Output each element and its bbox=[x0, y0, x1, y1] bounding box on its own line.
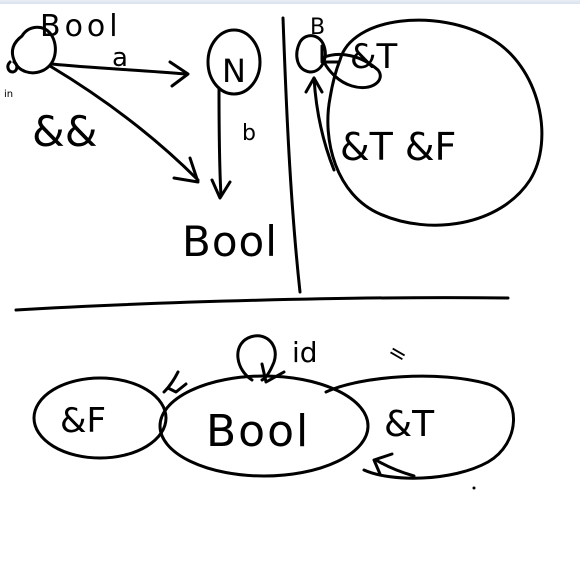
arrow-a-label: a bbox=[112, 43, 128, 73]
center-blob-label: Bool bbox=[206, 406, 310, 457]
blob-to-b-arrow bbox=[312, 76, 336, 172]
arrow-b-head bbox=[210, 178, 232, 200]
arrow-b bbox=[217, 86, 223, 198]
large-blob-label: &T &F bbox=[340, 125, 456, 169]
b-self-loop-head bbox=[320, 44, 340, 64]
top-left-diagram: Bool in a N b && Bool bbox=[4, 9, 278, 266]
arrow-and-and bbox=[48, 64, 200, 182]
left-blob-ellipse bbox=[32, 376, 168, 460]
source-node-mark bbox=[6, 60, 19, 74]
equals-mark: = bbox=[383, 339, 411, 370]
arrow-and-and-head bbox=[172, 156, 200, 184]
right-to-center-arrow-head bbox=[372, 452, 394, 476]
left-blob-label: &F bbox=[60, 401, 106, 441]
target-bool-label: Bool bbox=[182, 217, 278, 266]
arrow-and-and-label: && bbox=[32, 107, 98, 156]
left-to-center-arrow-head bbox=[166, 382, 188, 394]
large-blob bbox=[326, 18, 544, 227]
left-to-center-arrow bbox=[162, 370, 180, 394]
arrow-a-head bbox=[168, 60, 190, 88]
arrow-b-label: b bbox=[242, 121, 256, 146]
b-self-loop-label: &T bbox=[350, 37, 398, 77]
right-blob-label: &T bbox=[384, 404, 435, 445]
b-self-loop bbox=[320, 53, 382, 89]
top-right-diagram: &T &F B &T bbox=[295, 15, 544, 227]
source-node-label: Bool bbox=[40, 9, 122, 44]
blob-to-b-arrow-head bbox=[304, 76, 324, 94]
n-node-label: N bbox=[222, 52, 246, 90]
id-self-loop-head bbox=[260, 362, 286, 384]
arrow-a bbox=[50, 62, 188, 76]
vertical-divider bbox=[281, 16, 302, 294]
right-blob bbox=[324, 374, 515, 480]
id-self-loop bbox=[236, 334, 277, 382]
source-node-blob bbox=[10, 25, 57, 75]
source-node-sub: in bbox=[4, 89, 13, 100]
bottom-diagram: &F &T Bool id = bbox=[32, 334, 515, 490]
b-node-label: B bbox=[310, 15, 325, 40]
window-top-bar bbox=[0, 0, 580, 4]
stray-dot bbox=[472, 486, 476, 490]
horizontal-divider bbox=[14, 296, 510, 312]
id-loop-label: id bbox=[292, 336, 318, 369]
right-to-center-arrow bbox=[374, 458, 416, 478]
n-node-ellipse bbox=[206, 28, 262, 96]
